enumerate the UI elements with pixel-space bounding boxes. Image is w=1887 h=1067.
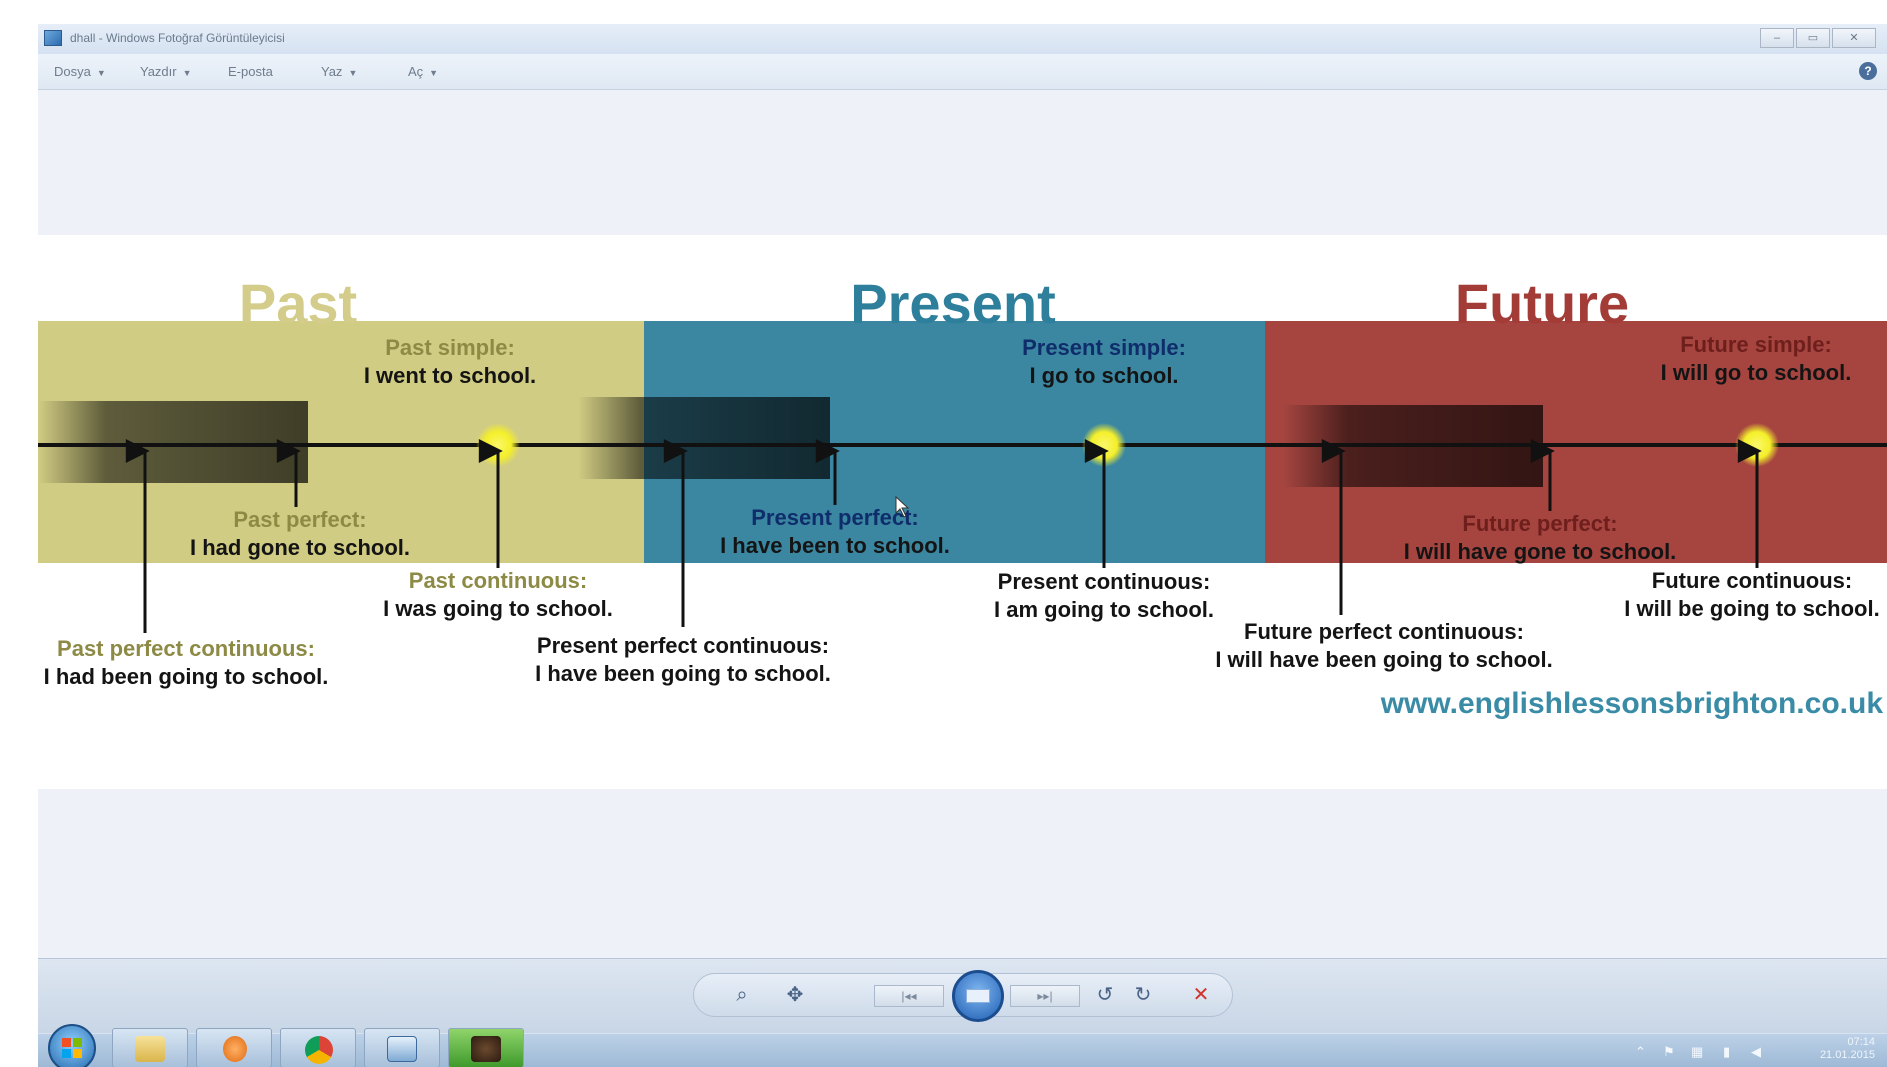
clock-time: 07:14 <box>1847 1036 1875 1048</box>
menu-open-label: Aç <box>408 64 424 79</box>
chevron-down-icon: ▼ <box>96 68 106 78</box>
zoom-icon[interactable]: ⌕ <box>736 984 748 1006</box>
chevron-down-icon: ▼ <box>182 68 192 78</box>
delete-icon[interactable]: ✕ <box>1192 984 1210 1006</box>
present-continuous-example: I am going to school. <box>994 597 1214 622</box>
menu-file-label: Dosya <box>54 64 91 79</box>
past-perfect-continuous-example: I had been going to school. <box>44 664 329 689</box>
rotate-left-icon[interactable]: ↺ <box>1096 984 1114 1006</box>
close-button[interactable]: ✕ <box>1832 28 1876 48</box>
clock[interactable]: 07:14 21.01.2015 <box>1820 1036 1875 1062</box>
future-heading: Future <box>1455 272 1629 335</box>
signal-icon[interactable]: ▮ <box>1723 1044 1731 1059</box>
future-perfect-example: I will have gone to school. <box>1404 539 1677 564</box>
present-perfect-continuous-title: Present perfect continuous: <box>537 633 829 658</box>
past-duration-block <box>38 401 308 483</box>
present-duration-block <box>578 397 830 479</box>
actual-size-icon[interactable]: ✥ <box>786 984 804 1006</box>
future-simple-title: Future simple: <box>1680 332 1832 357</box>
next-button[interactable]: ▸▸| <box>1010 985 1080 1007</box>
future-perfect-continuous-title: Future perfect continuous: <box>1244 619 1524 644</box>
menu-bar: Dosya ▼ Yazdır ▼ E-posta Yaz ▼ Aç ▼ ? <box>38 54 1887 90</box>
past-perfect-continuous-title: Past perfect continuous: <box>57 636 315 661</box>
photo-viewer-icon <box>387 1036 417 1062</box>
past-heading: Past <box>239 272 357 335</box>
taskbar-explorer[interactable] <box>112 1028 188 1067</box>
taskbar-photo-viewer[interactable] <box>364 1028 440 1067</box>
tray-arrow-icon[interactable]: ⌃ <box>1635 1044 1646 1059</box>
game-icon <box>471 1036 501 1062</box>
menu-file[interactable]: Dosya ▼ <box>54 64 106 79</box>
chevron-down-icon: ▼ <box>429 68 439 78</box>
past-continuous-title: Past continuous: <box>409 568 587 593</box>
menu-open[interactable]: Aç ▼ <box>408 64 438 79</box>
volume-icon[interactable]: ◀ <box>1751 1044 1761 1059</box>
taskbar-game[interactable] <box>448 1028 524 1067</box>
present-perfect-continuous-example: I have been going to school. <box>535 661 831 686</box>
future-perfect-continuous-example: I will have been going to school. <box>1215 647 1552 672</box>
network-icon[interactable]: ▦ <box>1691 1044 1704 1059</box>
menu-burn[interactable]: Yaz ▼ <box>321 64 357 79</box>
future-continuous-example: I will be going to school. <box>1624 596 1879 621</box>
system-tray: ⌃ ⚑ ▦ ▮ ◀ 07:14 21.01.2015 <box>1545 1036 1875 1064</box>
flag-icon[interactable]: ⚑ <box>1663 1044 1675 1059</box>
present-heading: Present <box>850 272 1055 335</box>
present-simple-example: I go to school. <box>1029 363 1178 388</box>
photo-viewer-window: dhall - Windows Fotoğraf Görüntüleyicisi… <box>38 24 1887 1067</box>
future-simple-example: I will go to school. <box>1661 360 1852 385</box>
timeline-graphic: Past Present Future <box>38 272 1887 720</box>
windows-logo-icon <box>62 1038 82 1058</box>
maximize-button[interactable]: ▭ <box>1796 28 1830 48</box>
taskbar: ⌃ ⚑ ▦ ▮ ◀ 07:14 21.01.2015 <box>38 1024 1887 1067</box>
present-perfect-title: Present perfect: <box>751 505 919 530</box>
image-viewing-area: Past Present Future <box>38 90 1887 958</box>
media-player-icon <box>223 1036 247 1062</box>
clock-date: 21.01.2015 <box>1819 1049 1875 1061</box>
present-continuous-title: Present continuous: <box>998 569 1211 594</box>
past-perfect-title: Past perfect: <box>233 507 366 532</box>
past-simple-title: Past simple: <box>385 335 515 360</box>
future-continuous-title: Future continuous: <box>1652 568 1852 593</box>
title-bar: dhall - Windows Fotoğraf Görüntüleyicisi… <box>38 24 1887 54</box>
future-perfect-title: Future perfect: <box>1462 511 1617 536</box>
window-title: dhall - Windows Fotoğraf Görüntüleyicisi <box>70 31 285 45</box>
taskbar-chrome[interactable] <box>280 1028 356 1067</box>
menu-email-label: E-posta <box>228 64 273 79</box>
menu-email[interactable]: E-posta <box>228 64 273 79</box>
rotate-right-icon[interactable]: ↻ <box>1134 984 1152 1006</box>
viewer-control-bar: ⌕ ✥ |◂◂ ▸▸| ↺ ↻ ✕ <box>38 958 1887 1033</box>
start-button[interactable] <box>48 1024 96 1067</box>
present-perfect-example: I have been to school. <box>720 533 950 558</box>
slideshow-button[interactable] <box>952 970 1004 1022</box>
slideshow-icon <box>966 989 990 1003</box>
past-perfect-example: I had gone to school. <box>190 535 410 560</box>
past-continuous-example: I was going to school. <box>383 596 613 621</box>
menu-print[interactable]: Yazdır ▼ <box>140 64 192 79</box>
photo-viewer-icon <box>44 30 62 46</box>
mouse-cursor-icon <box>895 495 910 518</box>
tenses-timeline-image: Past Present Future <box>38 235 1887 789</box>
help-icon[interactable]: ? <box>1859 62 1877 80</box>
menu-print-label: Yazdır <box>140 64 177 79</box>
playback-controls: ⌕ ✥ |◂◂ ▸▸| ↺ ↻ ✕ <box>693 970 1233 1022</box>
minimize-button[interactable]: – <box>1760 28 1794 48</box>
past-simple-example: I went to school. <box>364 363 536 388</box>
website-url: www.englishlessonsbrighton.co.uk <box>1380 687 1884 720</box>
chrome-icon <box>305 1036 333 1064</box>
previous-button[interactable]: |◂◂ <box>874 985 944 1007</box>
folder-icon <box>135 1036 165 1062</box>
menu-burn-label: Yaz <box>321 64 343 79</box>
taskbar-media-player[interactable] <box>196 1028 272 1067</box>
present-simple-title: Present simple: <box>1022 335 1186 360</box>
chevron-down-icon: ▼ <box>348 68 358 78</box>
